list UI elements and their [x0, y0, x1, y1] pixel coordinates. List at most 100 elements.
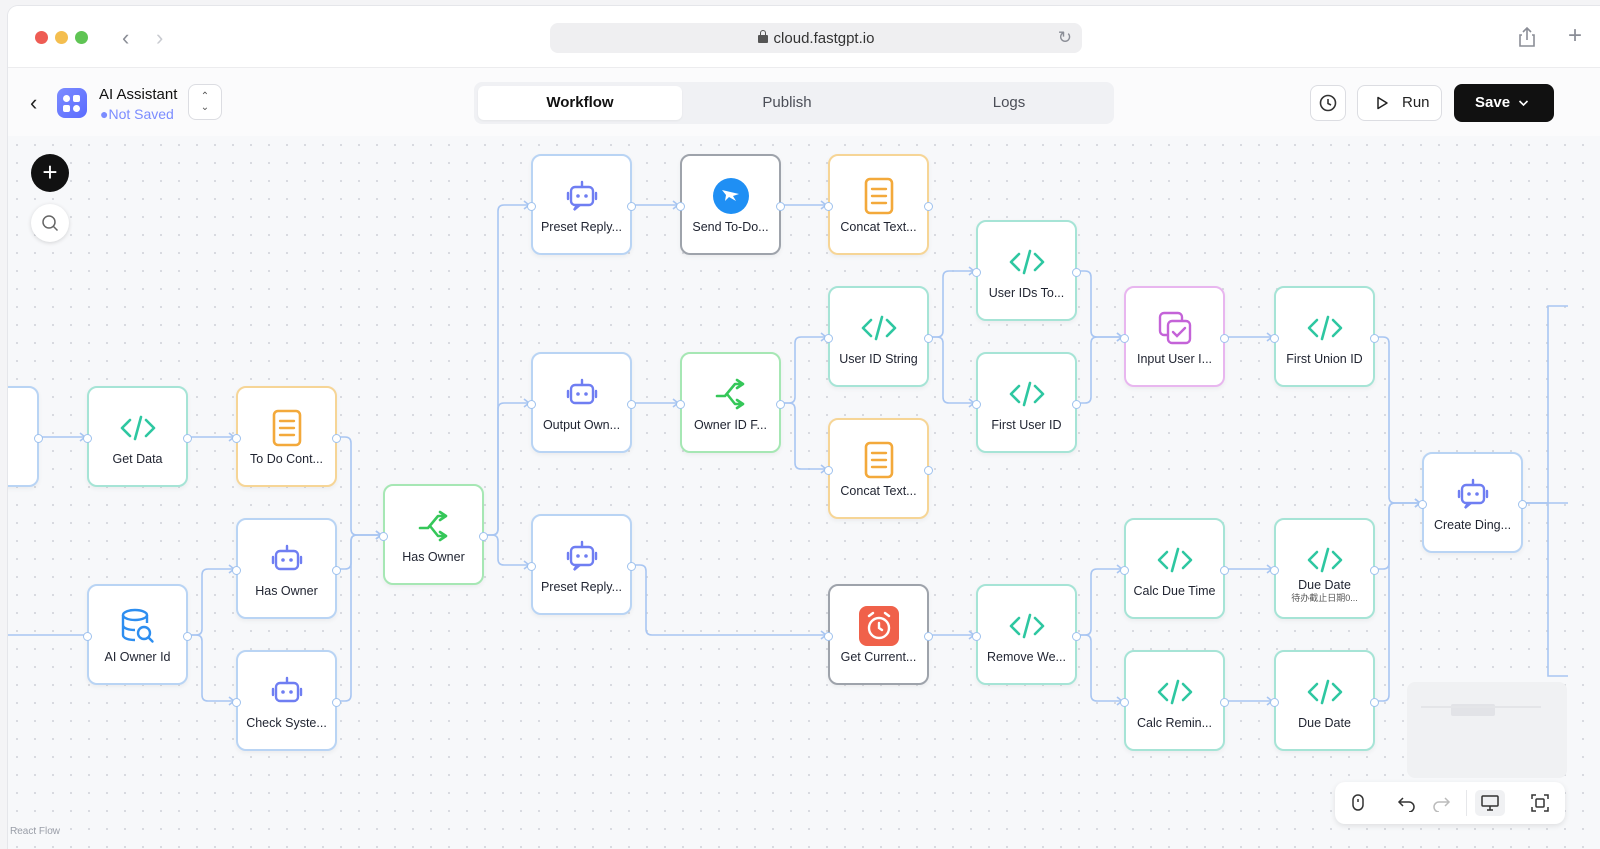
node-handle-source[interactable] [1370, 566, 1379, 575]
node-handle-target[interactable] [972, 400, 981, 409]
tab-workflow[interactable]: Workflow [478, 86, 682, 120]
node-handle-target[interactable] [83, 632, 92, 641]
node-handle-source[interactable] [183, 434, 192, 443]
redo-icon[interactable] [1429, 791, 1453, 815]
node-handle-source[interactable] [776, 202, 785, 211]
workflow-node-get-current[interactable]: Get Current... [824, 584, 933, 685]
undo-icon[interactable] [1395, 791, 1419, 815]
back-arrow-icon[interactable]: ‹ [30, 90, 38, 115]
edge-user-id-string-to-user-ids-to[interactable] [929, 270, 976, 338]
minimap[interactable] [1407, 682, 1567, 778]
mouse-mode-icon[interactable] [1346, 791, 1370, 815]
node-handle-target[interactable] [676, 400, 685, 409]
node-handle-target[interactable] [1270, 698, 1279, 707]
node-handle-source[interactable] [1220, 334, 1229, 343]
workflow-node-calc-due-time[interactable]: Calc Due Time [1120, 518, 1229, 619]
node-handle-target[interactable] [1418, 500, 1427, 509]
node-handle-target[interactable] [824, 334, 833, 343]
node-handle-source[interactable] [1220, 698, 1229, 707]
edge-user-id-string-to-first-user-id[interactable] [929, 336, 976, 404]
run-button[interactable]: Run [1357, 85, 1442, 121]
node-handle-target[interactable] [1120, 566, 1129, 575]
workflow-node-check-system[interactable]: Check Syste... [232, 650, 341, 751]
node-handle-source[interactable] [1370, 698, 1379, 707]
node-handle-source[interactable] [332, 698, 341, 707]
node-handle-source[interactable] [1072, 268, 1081, 277]
workflow-node-concat-text-2[interactable]: Concat Text... [824, 418, 933, 519]
workflow-node-todo-content[interactable]: To Do Cont... [232, 386, 341, 487]
node-handle-target[interactable] [676, 202, 685, 211]
workflow-node-ai-owner-id[interactable]: AI Owner Id [83, 584, 192, 685]
edge-owner-id-f-to-user-id-string[interactable] [781, 336, 828, 404]
edge-ai-owner-id-to-check-system[interactable] [188, 634, 236, 702]
node-handle-source[interactable] [924, 632, 933, 641]
node-handle-source[interactable] [776, 400, 785, 409]
reload-icon[interactable]: ↻ [1057, 28, 1072, 47]
node-handle-source[interactable] [924, 466, 933, 475]
edge-remove-we-to-calc-due-time[interactable] [1077, 568, 1124, 636]
add-node-button[interactable]: + [31, 154, 69, 192]
node-handle-target[interactable] [972, 632, 981, 641]
node-handle-target[interactable] [379, 532, 388, 541]
node-handle-source[interactable] [924, 334, 933, 343]
share-icon[interactable] [1518, 26, 1536, 48]
edge-owner-id-f-to-concat-text-2[interactable] [781, 402, 828, 470]
workflow-node-remove-we[interactable]: Remove We... [972, 584, 1081, 685]
edge-preset-reply-2-to-get-current[interactable] [632, 564, 828, 636]
history-button[interactable] [1310, 85, 1346, 121]
node-handle-source[interactable] [627, 400, 636, 409]
workflow-node-owner-id-f[interactable]: Owner ID F... [676, 352, 785, 453]
node-handle-target[interactable] [824, 202, 833, 211]
minimize-window-dot[interactable] [55, 31, 68, 44]
edge-first-user-id-to-input-user[interactable] [1077, 336, 1124, 404]
tab-logs[interactable]: Logs [992, 94, 1026, 111]
node-handle-target[interactable] [972, 268, 981, 277]
edge-check-system-to-has-owner-if[interactable] [337, 534, 383, 702]
new-tab-icon[interactable]: + [1568, 22, 1583, 49]
workflow-node-user-id-string[interactable]: User ID String [824, 286, 933, 387]
node-handle-target[interactable] [232, 698, 241, 707]
node-handle-target[interactable] [1120, 334, 1129, 343]
search-node-button[interactable] [31, 204, 69, 242]
node-handle-target[interactable] [83, 434, 92, 443]
app-switcher-button[interactable]: ⌃⌄ [188, 84, 222, 120]
workflow-node-input-user[interactable]: Input User I... [1120, 286, 1229, 387]
workflow-node-calc-remin[interactable]: Calc Remin... [1120, 650, 1229, 751]
node-handle-source[interactable] [1072, 632, 1081, 641]
workflow-node-has-owner-ai[interactable]: Has Owner [232, 518, 341, 619]
edge-has-owner-if-to-preset-reply-1[interactable] [484, 204, 531, 536]
close-window-dot[interactable] [35, 31, 48, 44]
fit-view-icon[interactable] [1528, 791, 1552, 815]
react-flow-attribution[interactable]: React Flow [10, 826, 61, 837]
maximize-window-dot[interactable] [75, 31, 88, 44]
edge-first-union-id-to-create-ding[interactable] [1375, 336, 1422, 504]
node-handle-source[interactable] [1072, 400, 1081, 409]
workflow-node-output-owner[interactable]: Output Own... [527, 352, 636, 453]
workflow-node-create-ding[interactable]: Create Ding... [1418, 452, 1527, 553]
workflow-node-first-user-id[interactable]: First User ID [972, 352, 1081, 453]
workflow-node-get-data[interactable]: Get Data [83, 386, 192, 487]
edge-due-date-2-to-create-ding[interactable] [1375, 502, 1422, 702]
node-handle-target[interactable] [527, 400, 536, 409]
node-handle-target[interactable] [527, 202, 536, 211]
workflow-node-due-date-2[interactable]: Due Date [1270, 650, 1379, 751]
presentation-icon[interactable] [1475, 790, 1505, 816]
address-bar[interactable]: cloud.fastgpt.io ↻ [550, 23, 1082, 53]
node-handle-target[interactable] [824, 632, 833, 641]
edge-todo-content-to-has-owner-if[interactable] [337, 436, 383, 536]
edge-user-ids-to-to-input-user[interactable] [1077, 270, 1124, 338]
node-handle-target[interactable] [527, 562, 536, 571]
node-handle-target[interactable] [824, 466, 833, 475]
tab-publish[interactable]: Publish [762, 94, 812, 111]
workflow-node-send-todo[interactable]: Send To-Do... [676, 154, 785, 255]
node-handle-target[interactable] [1120, 698, 1129, 707]
edge-ai-owner-id-to-has-owner-ai[interactable] [188, 568, 236, 636]
save-button[interactable]: Save [1454, 84, 1554, 122]
node-handle-source[interactable] [183, 632, 192, 641]
node-handle-source[interactable] [1220, 566, 1229, 575]
edge-remove-we-to-calc-remin[interactable] [1077, 634, 1124, 702]
node-handle-target[interactable] [232, 566, 241, 575]
browser-back-icon[interactable]: ‹ [122, 25, 130, 50]
